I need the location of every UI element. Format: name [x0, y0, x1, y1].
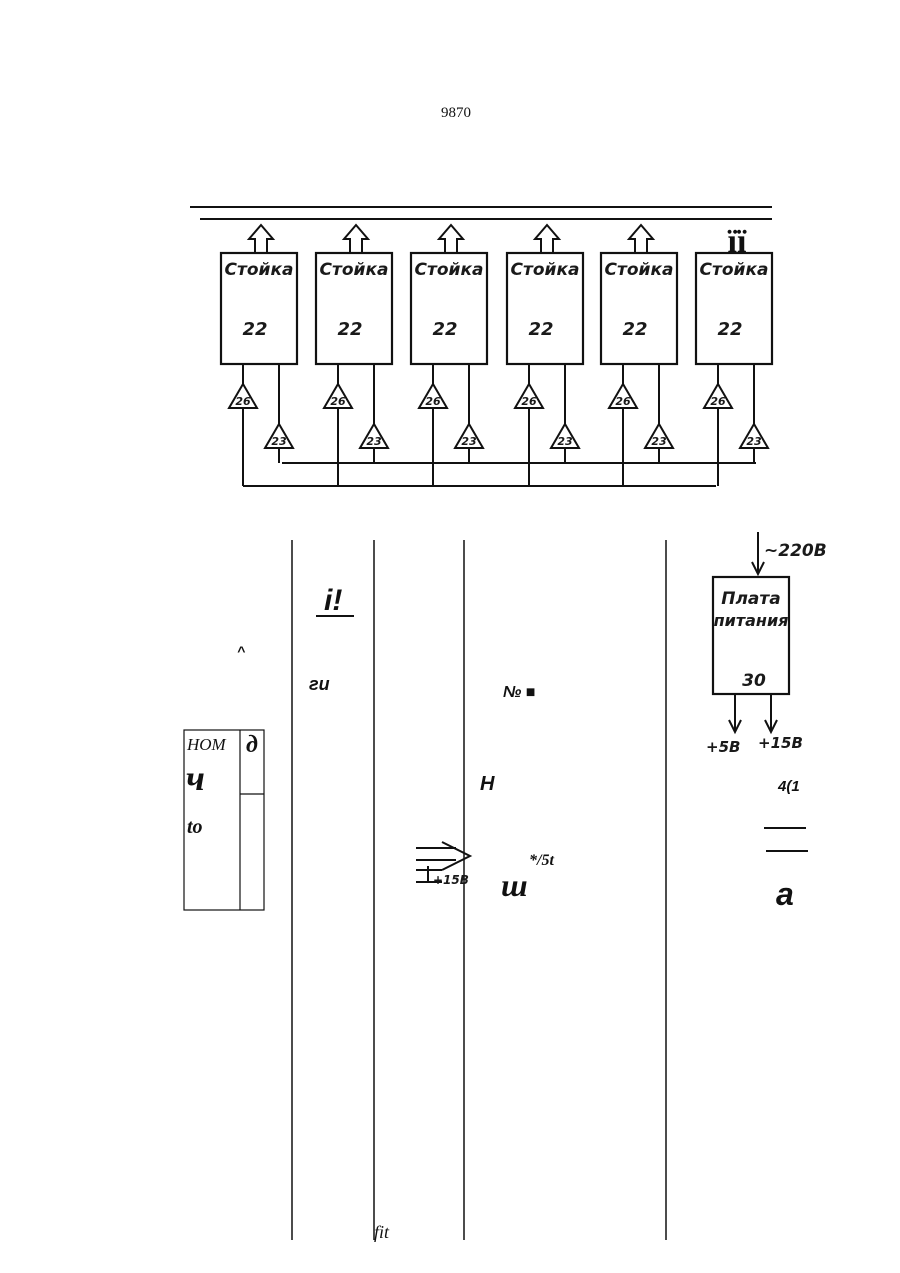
triangle-a-label: 26	[710, 395, 726, 408]
rack-4: Стойка 22 26 23	[507, 225, 583, 486]
power-board-ref: 30	[742, 671, 766, 691]
triangle-a-label: 26	[615, 395, 631, 408]
caret-mark: ^	[237, 643, 246, 659]
header-mark: ïï	[728, 223, 747, 260]
a-mark: а	[776, 876, 794, 912]
table-col2-char: д	[246, 732, 258, 758]
power-board	[713, 532, 789, 732]
four-mark: 4(1	[777, 778, 800, 795]
rack-ref: 22	[717, 319, 742, 340]
rack-label: Стойка	[511, 260, 580, 280]
gi-mark: ги	[309, 674, 330, 694]
rack-label: Стойка	[415, 260, 484, 280]
up-arrow-icon	[535, 225, 559, 253]
up-arrow-icon	[249, 225, 273, 253]
triangle-b-label: 23	[746, 435, 762, 448]
excl-mark: i!	[324, 584, 342, 617]
triangle-b-label: 23	[651, 435, 667, 448]
table-head: НОМ	[186, 735, 227, 754]
table-char-2: to	[187, 816, 203, 838]
up-arrow-icon	[439, 225, 463, 253]
triangle-b-label: 23	[271, 435, 287, 448]
rack-ref: 22	[242, 319, 267, 340]
power-input-label: ~220В	[764, 541, 827, 561]
rack-ref: 22	[337, 319, 362, 340]
triangle-a-label: 26	[425, 395, 441, 408]
power-board-label-1: Плата	[721, 589, 780, 609]
rack-1: Стойка 22 26 23	[221, 225, 297, 486]
rack-ref: 22	[528, 319, 553, 340]
page-number: 9870	[441, 105, 471, 121]
rack-ref: 22	[432, 319, 457, 340]
rack-label: Стойка	[700, 260, 769, 280]
rack-2: Стойка 22 26 23	[316, 225, 392, 486]
rack-6: Стойка 22 26 23	[696, 253, 772, 486]
triangle-b-label: 23	[557, 435, 573, 448]
rack-label: Стойка	[605, 260, 674, 280]
h-mark: Н	[480, 773, 495, 795]
rack-group: Стойка222623Стойка222623Стойка222623Стой…	[221, 225, 772, 486]
up-arrow-icon	[629, 225, 653, 253]
rack-label: Стойка	[225, 260, 294, 280]
table-char-1: ч	[186, 758, 205, 798]
power-board-label-2: питания	[714, 611, 789, 630]
rack-3: Стойка 22 26 23	[411, 225, 487, 486]
triangle-a-label: 26	[235, 395, 251, 408]
arrow-15v-label: +15В	[433, 873, 469, 887]
triangle-a-label: 26	[330, 395, 346, 408]
no-mark: № ■	[503, 684, 535, 701]
rack-label: Стойка	[320, 260, 389, 280]
triangle-a-label: 26	[521, 395, 537, 408]
power-out-left: +5В	[706, 738, 740, 756]
rack-ref: 22	[622, 319, 647, 340]
sh-mark: ш	[501, 867, 528, 903]
power-out-right: +15В	[758, 734, 803, 752]
triangle-b-label: 23	[461, 435, 477, 448]
rack-5: Стойка 22 26 23	[601, 225, 677, 486]
fit-mark: fit	[374, 1222, 390, 1242]
triangle-b-label: 23	[366, 435, 382, 448]
up-arrow-icon	[344, 225, 368, 253]
five-mark: */5t	[529, 852, 554, 869]
